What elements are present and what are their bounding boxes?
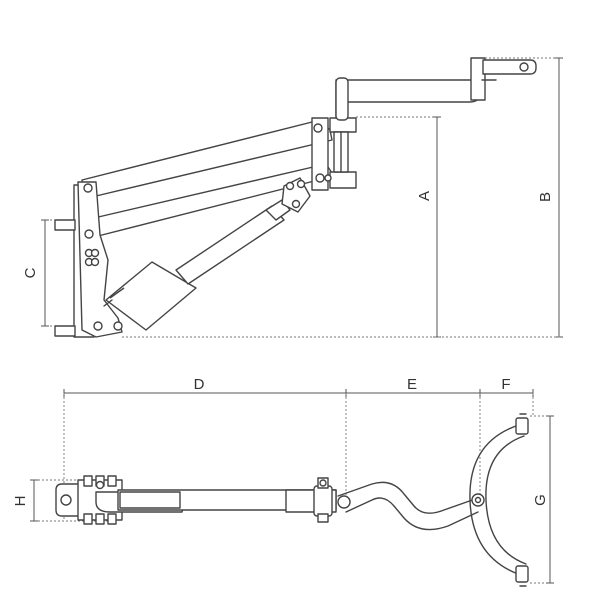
dimension-label-e: E (407, 376, 417, 393)
dimension-label-b: B (537, 192, 554, 202)
dimension-label-c: C (22, 267, 39, 278)
c-grip (469, 413, 529, 587)
vertical-column (311, 117, 357, 191)
top-view: D E F H G (12, 376, 554, 587)
upper-arm (81, 119, 335, 237)
dimension-c: C (22, 219, 55, 327)
top-wall-mount (55, 475, 123, 525)
dimension-label-h: H (12, 496, 29, 507)
top-handle-arm (335, 57, 537, 121)
dimension-label-a: A (416, 191, 433, 201)
dimension-a: A (356, 116, 441, 338)
dimension-b: B (485, 57, 563, 338)
side-view: A B C (22, 57, 563, 338)
dimension-h: H (12, 479, 115, 522)
dimension-label-g: G (532, 494, 549, 506)
actuator (103, 199, 291, 331)
dimension-def-line: D E F (63, 376, 534, 520)
dimension-label-f: F (501, 376, 510, 393)
top-curved-arm (337, 481, 485, 531)
top-arm (95, 489, 337, 513)
dimension-g: G (530, 415, 554, 584)
top-elbow-joint (313, 477, 351, 523)
left-pivot-block (77, 181, 123, 338)
elbow-link (281, 177, 311, 213)
dimension-label-d: D (194, 376, 205, 393)
